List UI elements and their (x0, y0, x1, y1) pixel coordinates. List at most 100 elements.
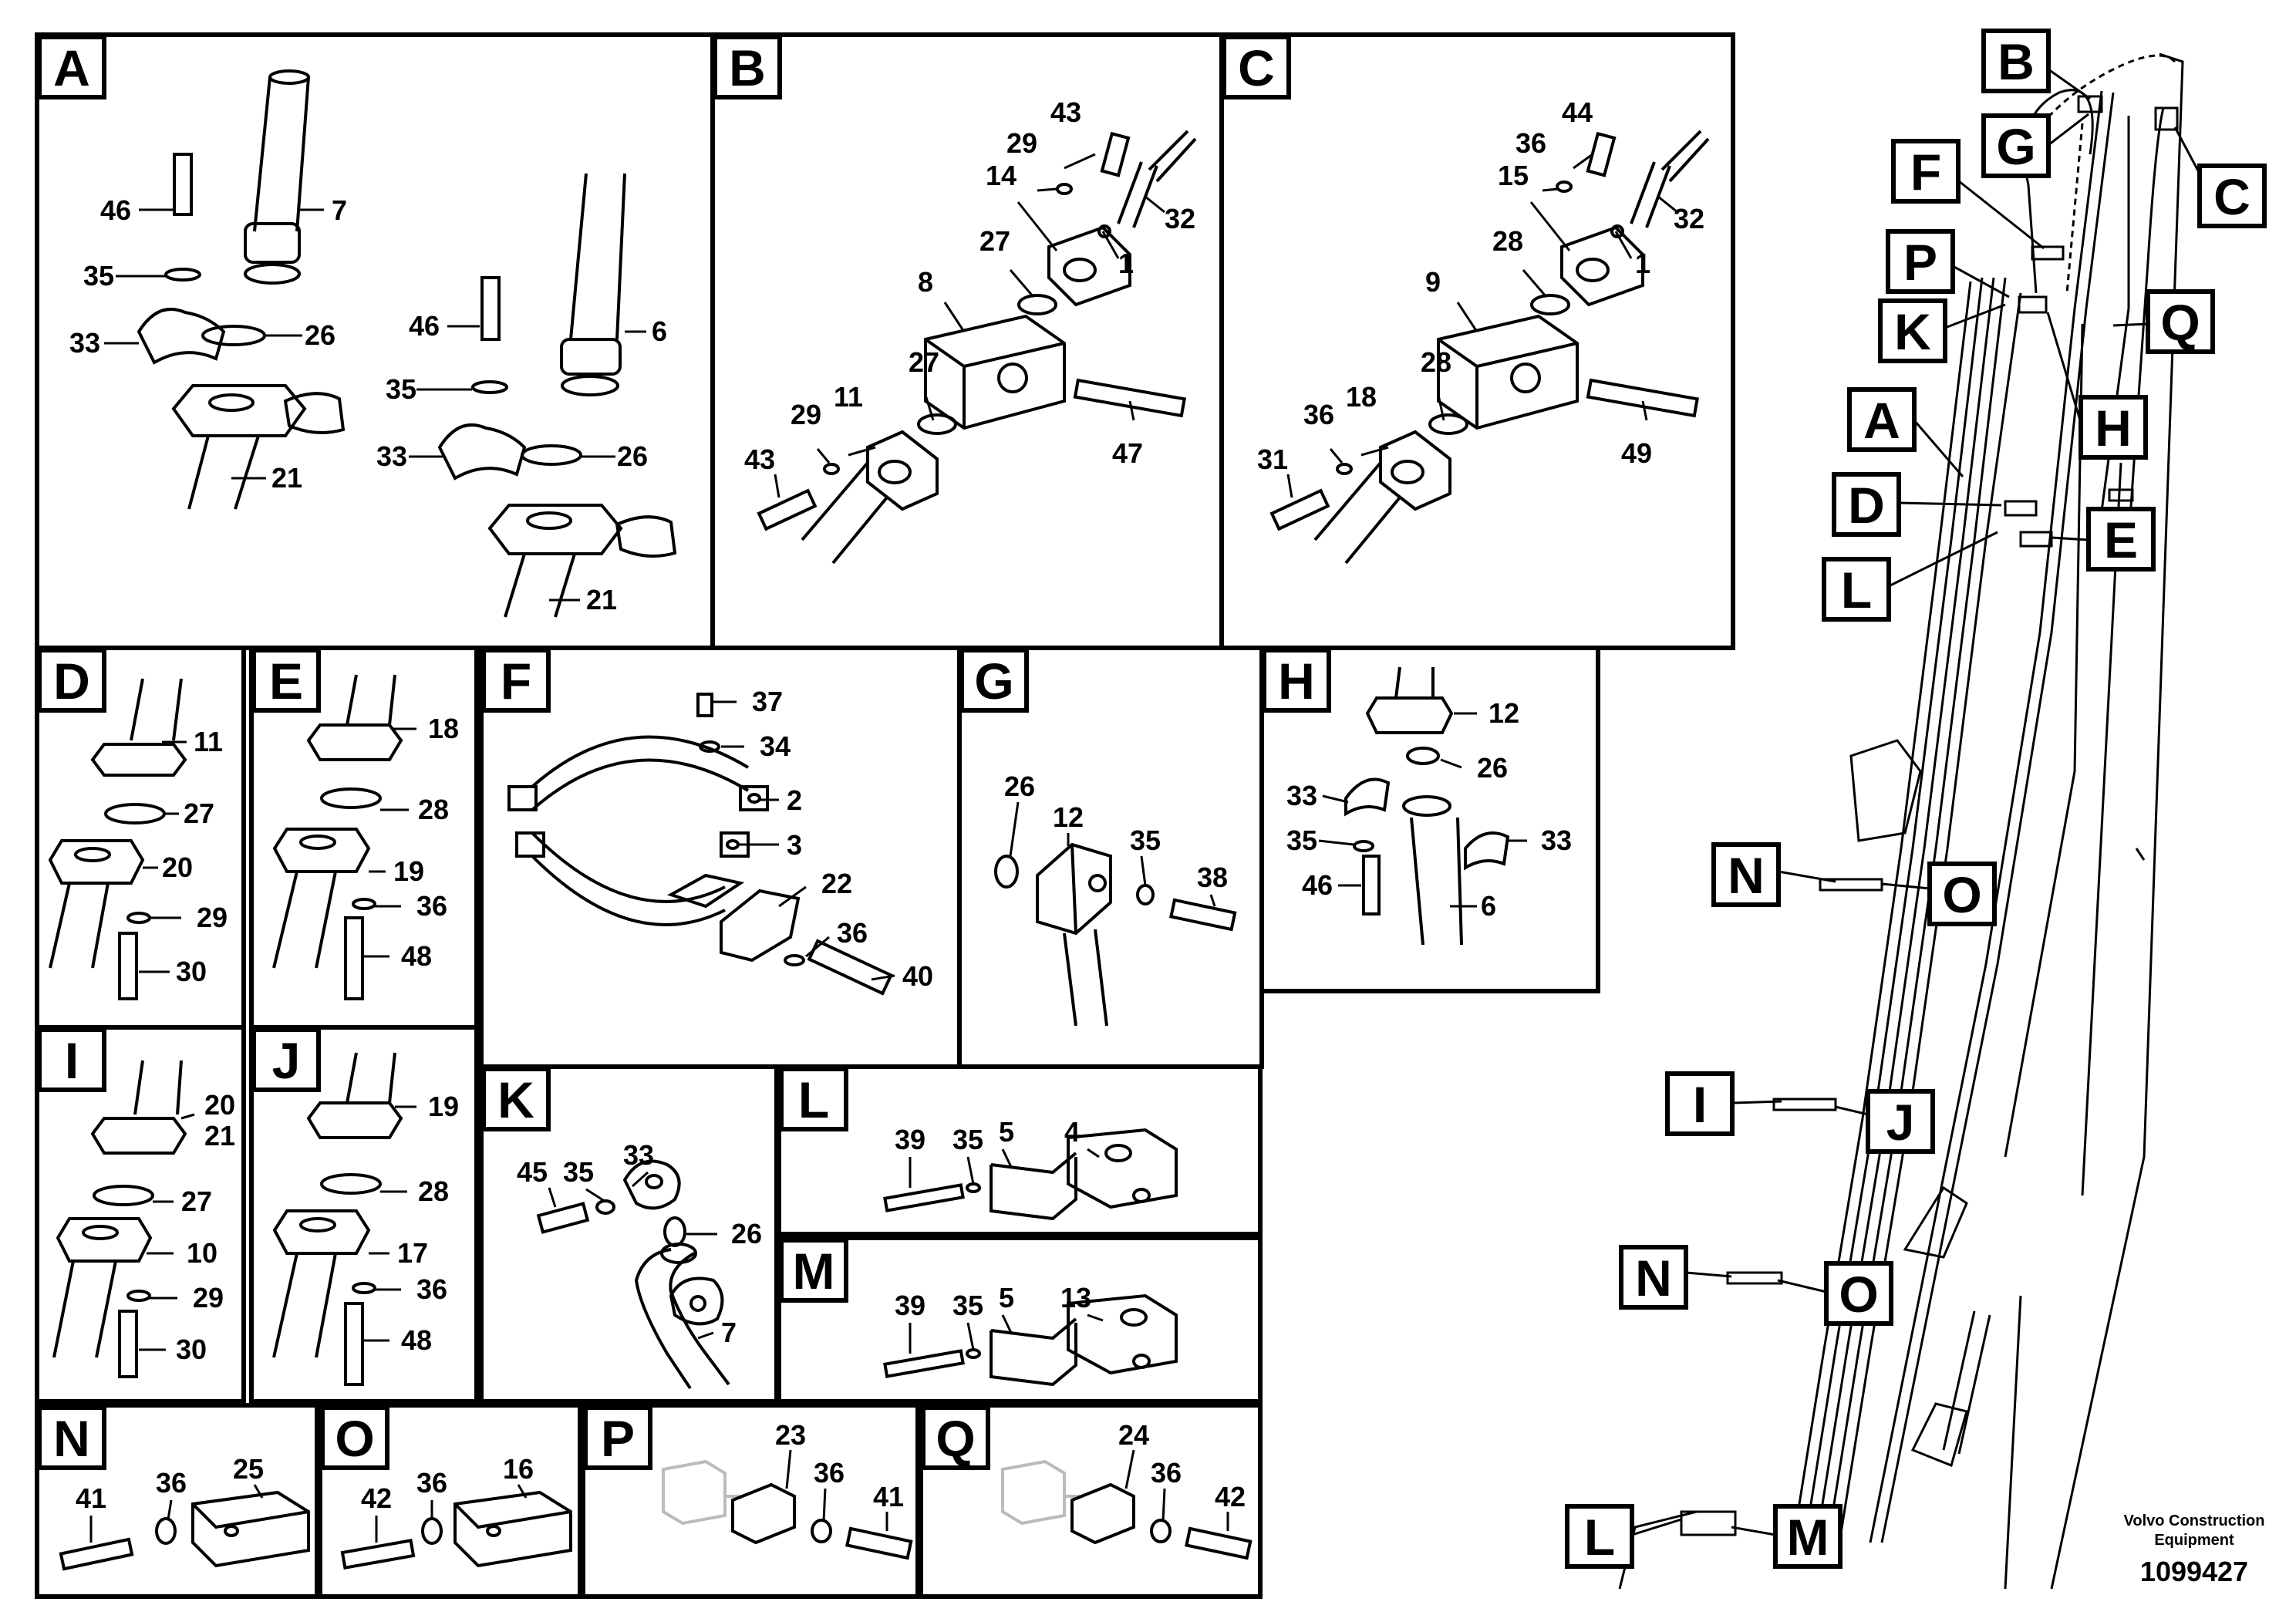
callout-n-25: 25 (233, 1453, 264, 1485)
callout-n-41: 41 (76, 1482, 106, 1514)
panel-c-leaders (1286, 153, 1678, 498)
panel-q-callouts: 24 36 42 (1118, 1419, 1246, 1512)
overview-tag-letters: B G C F P K Q H A D E L N O I J N O L M (1584, 33, 2250, 1566)
overview-tag-g: G (1996, 118, 2035, 175)
callout-c-49: 49 (1621, 437, 1652, 469)
overview-tag-a: A (1863, 392, 1900, 449)
callout-d-29: 29 (197, 902, 228, 933)
panel-p-drawing (662, 1459, 913, 1560)
overview-tag-l: L (1841, 561, 1872, 619)
callout-o-36: 36 (416, 1467, 447, 1499)
callout-a-35b: 35 (386, 373, 416, 405)
panel-f-drawing (507, 693, 893, 996)
panel-m-callouts: 5 13 39 35 (895, 1282, 1091, 1321)
panel-e-drawing (272, 674, 403, 1000)
panel-g-callouts: 26 12 35 38 (1004, 771, 1228, 893)
callout-h-26: 26 (1477, 752, 1508, 784)
panel-letter-p: P (601, 1410, 635, 1467)
callout-a-6: 6 (652, 315, 667, 347)
panel-b-drawing (757, 130, 1197, 565)
panel-p-callouts: 23 36 41 (775, 1419, 904, 1512)
panel-letter-tags (37, 35, 1331, 1470)
callout-a-33: 33 (69, 327, 100, 359)
panel-i-callouts: 20 21 27 10 29 30 (176, 1089, 235, 1365)
overview-tag-h: H (2095, 400, 2132, 457)
overview-tag-m: M (1787, 1509, 1829, 1566)
callout-h-33b: 33 (1541, 824, 1572, 856)
panel-o-leaders (375, 1484, 528, 1543)
callout-c-28b: 28 (1421, 346, 1451, 378)
panel-c-drawing (1269, 130, 1710, 565)
callout-f-3: 3 (787, 829, 802, 861)
callout-a-26: 26 (305, 319, 335, 351)
callout-f-40: 40 (902, 960, 933, 992)
panel-p-leaders (785, 1449, 888, 1531)
callout-g-35: 35 (1130, 824, 1161, 856)
callout-c-32: 32 (1674, 203, 1704, 234)
callout-d-11: 11 (194, 726, 223, 757)
callout-k-26: 26 (731, 1218, 762, 1249)
panel-letter-o: O (335, 1410, 374, 1467)
panel-l-callouts: 5 4 39 35 (895, 1116, 1080, 1155)
callout-a-26b: 26 (617, 440, 648, 472)
callout-c-36b: 36 (1303, 399, 1334, 430)
panel-l-drawing (883, 1128, 1178, 1221)
panel-o-callouts: 16 42 36 (361, 1453, 534, 1514)
panel-e-leaders (362, 727, 416, 958)
callout-m-39: 39 (895, 1290, 925, 1321)
callout-b-1: 1 (1118, 248, 1134, 279)
panel-k-leaders (548, 1171, 717, 1340)
callout-h-35: 35 (1286, 824, 1317, 856)
callout-p-36: 36 (814, 1457, 845, 1489)
callout-k-7: 7 (721, 1317, 737, 1348)
callout-c-1: 1 (1635, 248, 1650, 279)
callout-f-36: 36 (837, 917, 868, 949)
drawing-number: 1099427 (2140, 1556, 2248, 1587)
panel-a-callouts: 46 7 35 33 26 46 6 35 33 26 21 21 (69, 194, 667, 615)
callout-n-36: 36 (156, 1467, 187, 1499)
panel-letter-e: E (269, 653, 303, 710)
callout-a-46: 46 (100, 194, 131, 226)
overview-tag-d: D (1848, 477, 1885, 534)
panel-letter-n: N (53, 1410, 90, 1467)
callout-d-20: 20 (162, 851, 193, 883)
callout-e-18: 18 (428, 713, 459, 744)
callout-j-28: 28 (418, 1175, 449, 1207)
callout-c-36: 36 (1515, 127, 1546, 159)
callout-i-10: 10 (187, 1237, 217, 1269)
panel-letter-c: C (1238, 39, 1275, 96)
callout-h-6: 6 (1481, 890, 1496, 922)
panel-i-drawing (52, 1060, 187, 1378)
callout-i-20: 20 (204, 1089, 235, 1121)
panel-q-leaders (1124, 1449, 1229, 1531)
panel-l-leaders (909, 1148, 1100, 1188)
overview-tag-e: E (2104, 511, 2138, 568)
callout-e-19: 19 (393, 855, 424, 887)
callout-i-27: 27 (181, 1185, 212, 1217)
callout-e-28: 28 (418, 794, 449, 825)
footer-company-line2: Equipment (2154, 1532, 2234, 1549)
panel-letter-k: K (497, 1071, 534, 1128)
panel-frames (35, 32, 1735, 1599)
callout-c-9: 9 (1425, 266, 1441, 298)
callout-b-27: 27 (979, 225, 1010, 257)
callout-c-15: 15 (1498, 160, 1529, 191)
panel-g-leaders (1009, 801, 1216, 907)
panel-j-callouts: 19 28 17 36 48 (397, 1091, 459, 1356)
callout-q-36: 36 (1151, 1457, 1182, 1489)
panel-letter-h: H (1278, 653, 1315, 710)
callout-e-36: 36 (416, 890, 447, 922)
panel-j-leaders (362, 1105, 416, 1342)
callout-k-45: 45 (517, 1156, 548, 1188)
callout-i-30: 30 (176, 1334, 207, 1365)
panel-letter-l: L (798, 1071, 829, 1128)
callout-e-48: 48 (401, 940, 432, 972)
panel-n-leaders (89, 1484, 264, 1543)
callout-l-5: 5 (999, 1116, 1014, 1148)
callout-b-29: 29 (1006, 127, 1037, 159)
callout-m-5: 5 (999, 1282, 1014, 1313)
callout-h-46: 46 (1302, 869, 1333, 901)
panel-d-drawing (48, 678, 187, 1000)
callout-k-33: 33 (623, 1139, 654, 1171)
callout-f-22: 22 (821, 868, 852, 899)
